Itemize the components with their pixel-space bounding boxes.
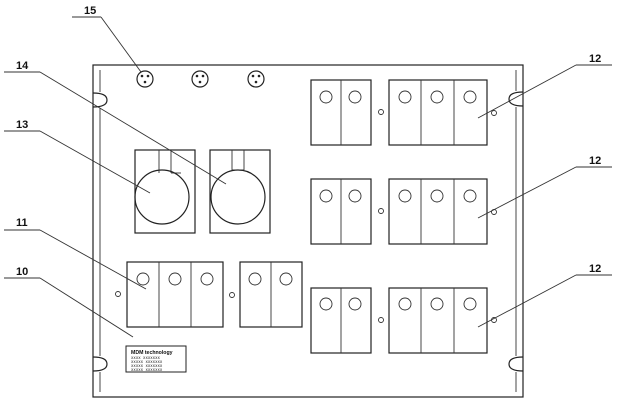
leader-lines	[4, 16, 612, 338]
nameplate-line: xxxxx xxxxxxx	[131, 359, 163, 364]
round-connector	[191, 70, 209, 88]
panel-outline	[92, 64, 524, 398]
large-socket-left	[134, 149, 196, 234]
nameplate-line: xxxxx xxxxxxx	[131, 367, 163, 372]
callout-10: 10	[16, 266, 28, 278]
nameplate: MDM technology xxxx xxxxxxx xxxxx xxxxxx…	[125, 345, 187, 373]
round-connector	[136, 70, 154, 88]
callout-14: 14	[16, 60, 29, 72]
large-socket-right	[209, 149, 271, 234]
module-row-bottom	[310, 287, 497, 354]
nameplate-title: MDM technology	[131, 350, 173, 356]
callout-11: 11	[16, 217, 28, 229]
round-connector	[247, 70, 265, 88]
callout-12-middle: 12	[589, 155, 601, 167]
module-row-middle	[310, 178, 497, 245]
callout-12-bottom: 12	[589, 263, 601, 275]
nameplate-line: xxxxx xxxxxxx	[131, 363, 163, 368]
callout-15: 15	[84, 5, 96, 17]
callout-13: 13	[16, 119, 28, 131]
module-row-left-bottom	[115, 261, 303, 328]
nameplate-line: xxxx xxxxxxx	[131, 355, 160, 360]
module-row-top	[310, 79, 497, 146]
callout-12-top: 12	[589, 53, 601, 65]
